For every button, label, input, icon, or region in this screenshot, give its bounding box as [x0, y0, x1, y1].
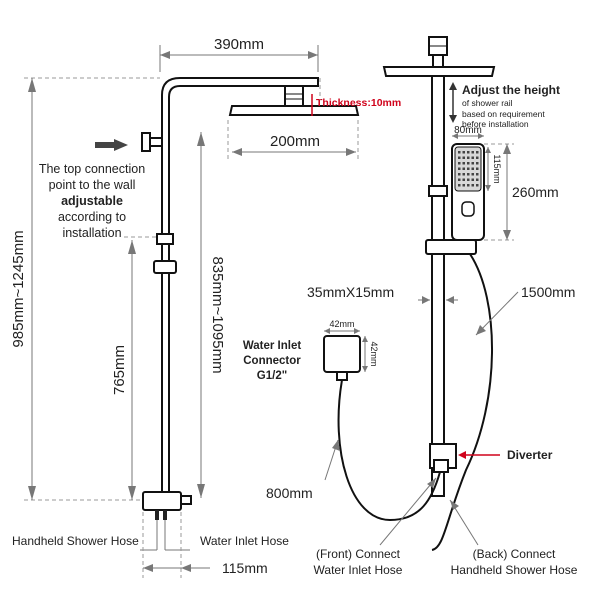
- nozzle: [476, 173, 479, 176]
- dim-head: 200mm: [270, 133, 320, 150]
- nozzle: [471, 173, 474, 176]
- nozzle: [471, 167, 474, 170]
- mode-button-icon: [461, 201, 475, 217]
- nozzle: [476, 184, 479, 187]
- connection-note-1: The top connection: [39, 162, 145, 176]
- diverter-label: Diverter: [507, 448, 553, 462]
- connector-label-3: G1/2": [257, 370, 287, 382]
- handset-holder: [425, 239, 477, 255]
- arrow-icon: [114, 139, 128, 151]
- back-connect-1: (Back) Connect: [473, 547, 556, 561]
- nozzle: [458, 162, 461, 165]
- connection-note-2: point to the wall: [49, 178, 136, 192]
- left-view: 390mm Thickness:10mm 200mm The top conne…: [10, 36, 401, 578]
- nozzle: [467, 184, 470, 187]
- nozzle: [462, 178, 465, 181]
- connection-note-3: adjustable: [61, 194, 123, 208]
- connection-note-5: installation: [62, 226, 121, 240]
- dim-total-height: 985mm~1245mm: [10, 230, 27, 347]
- dim-inlet-hose: 800mm: [266, 485, 313, 501]
- nozzle: [462, 156, 465, 159]
- adjust-note-1: of shower rail: [462, 98, 513, 108]
- dim-hose: 1500mm: [521, 284, 575, 300]
- dim-handset-head: 115mm: [492, 154, 502, 183]
- nozzle: [467, 167, 470, 170]
- connection-note-4: according to: [58, 210, 126, 224]
- label-handheld-hose: Handheld Shower Hose: [12, 534, 139, 548]
- nozzle: [462, 167, 465, 170]
- dim-lower: 765mm: [111, 345, 128, 395]
- nozzle: [458, 167, 461, 170]
- rain-shower-head: [382, 66, 496, 77]
- shower-rail: [431, 75, 445, 497]
- nozzle-grid: [458, 151, 479, 187]
- nozzle: [476, 178, 479, 181]
- rail-clamp: [156, 233, 174, 245]
- label-water-inlet-hose: Water Inlet Hose: [200, 534, 289, 548]
- back-connect-2: Handheld Shower Hose: [451, 563, 578, 577]
- nozzle: [471, 151, 474, 154]
- nozzle: [458, 184, 461, 187]
- nozzle: [467, 156, 470, 159]
- nozzle: [476, 167, 479, 170]
- adjust-note-3: before installation: [462, 119, 529, 129]
- slider-bracket: [153, 260, 177, 274]
- nozzle: [476, 156, 479, 159]
- nozzle: [458, 156, 461, 159]
- nozzle: [471, 184, 474, 187]
- dim-handset-length: 260mm: [512, 184, 559, 200]
- dim-rail-width: 390mm: [214, 36, 264, 53]
- dim-base: 115mm: [222, 560, 268, 576]
- rail-clamp: [428, 185, 448, 197]
- connector-label-1: Water Inlet: [243, 340, 302, 352]
- right-view: Adjust the height of shower rail based o…: [243, 36, 578, 577]
- base-diverter: [142, 491, 182, 511]
- nozzle: [462, 184, 465, 187]
- nozzle: [467, 151, 470, 154]
- nozzle: [462, 151, 465, 154]
- nozzle: [476, 151, 479, 154]
- nozzle: [471, 178, 474, 181]
- nozzle: [467, 178, 470, 181]
- connector-label-2: Connector: [243, 355, 301, 367]
- nozzle: [467, 162, 470, 165]
- nozzle: [462, 173, 465, 176]
- front-connect-1: (Front) Connect: [316, 547, 401, 561]
- dim-rail-section: 35mmX15mm: [307, 284, 394, 300]
- nozzle: [458, 151, 461, 154]
- adjust-title: Adjust the height: [462, 83, 560, 97]
- arrow-icon: [160, 51, 170, 59]
- nozzle: [476, 162, 479, 165]
- nozzle: [462, 162, 465, 165]
- adjust-note-2: based on requirement: [462, 109, 545, 119]
- nozzle: [458, 178, 461, 181]
- water-inlet-connector: [323, 335, 361, 373]
- nozzle: [458, 173, 461, 176]
- rain-shower-head: [228, 105, 360, 116]
- nozzle: [467, 173, 470, 176]
- connector-width: 42mm: [329, 319, 354, 329]
- wall-bracket: [141, 132, 151, 152]
- water-inlet-hose: [337, 379, 441, 522]
- front-connect-2: Water Inlet Hose: [314, 563, 403, 577]
- arrow-icon: [308, 51, 318, 59]
- head-connector: [284, 85, 304, 107]
- dim-rail-height: 835mm~1095mm: [209, 256, 226, 373]
- handheld-hose: [431, 253, 493, 551]
- dim-handset-width: 80mm: [454, 125, 482, 136]
- nozzle: [471, 156, 474, 159]
- nozzle: [471, 162, 474, 165]
- shower-rail: [161, 77, 319, 506]
- connector-height: 42mm: [369, 341, 379, 366]
- thickness-label: Thickness:10mm: [316, 97, 401, 109]
